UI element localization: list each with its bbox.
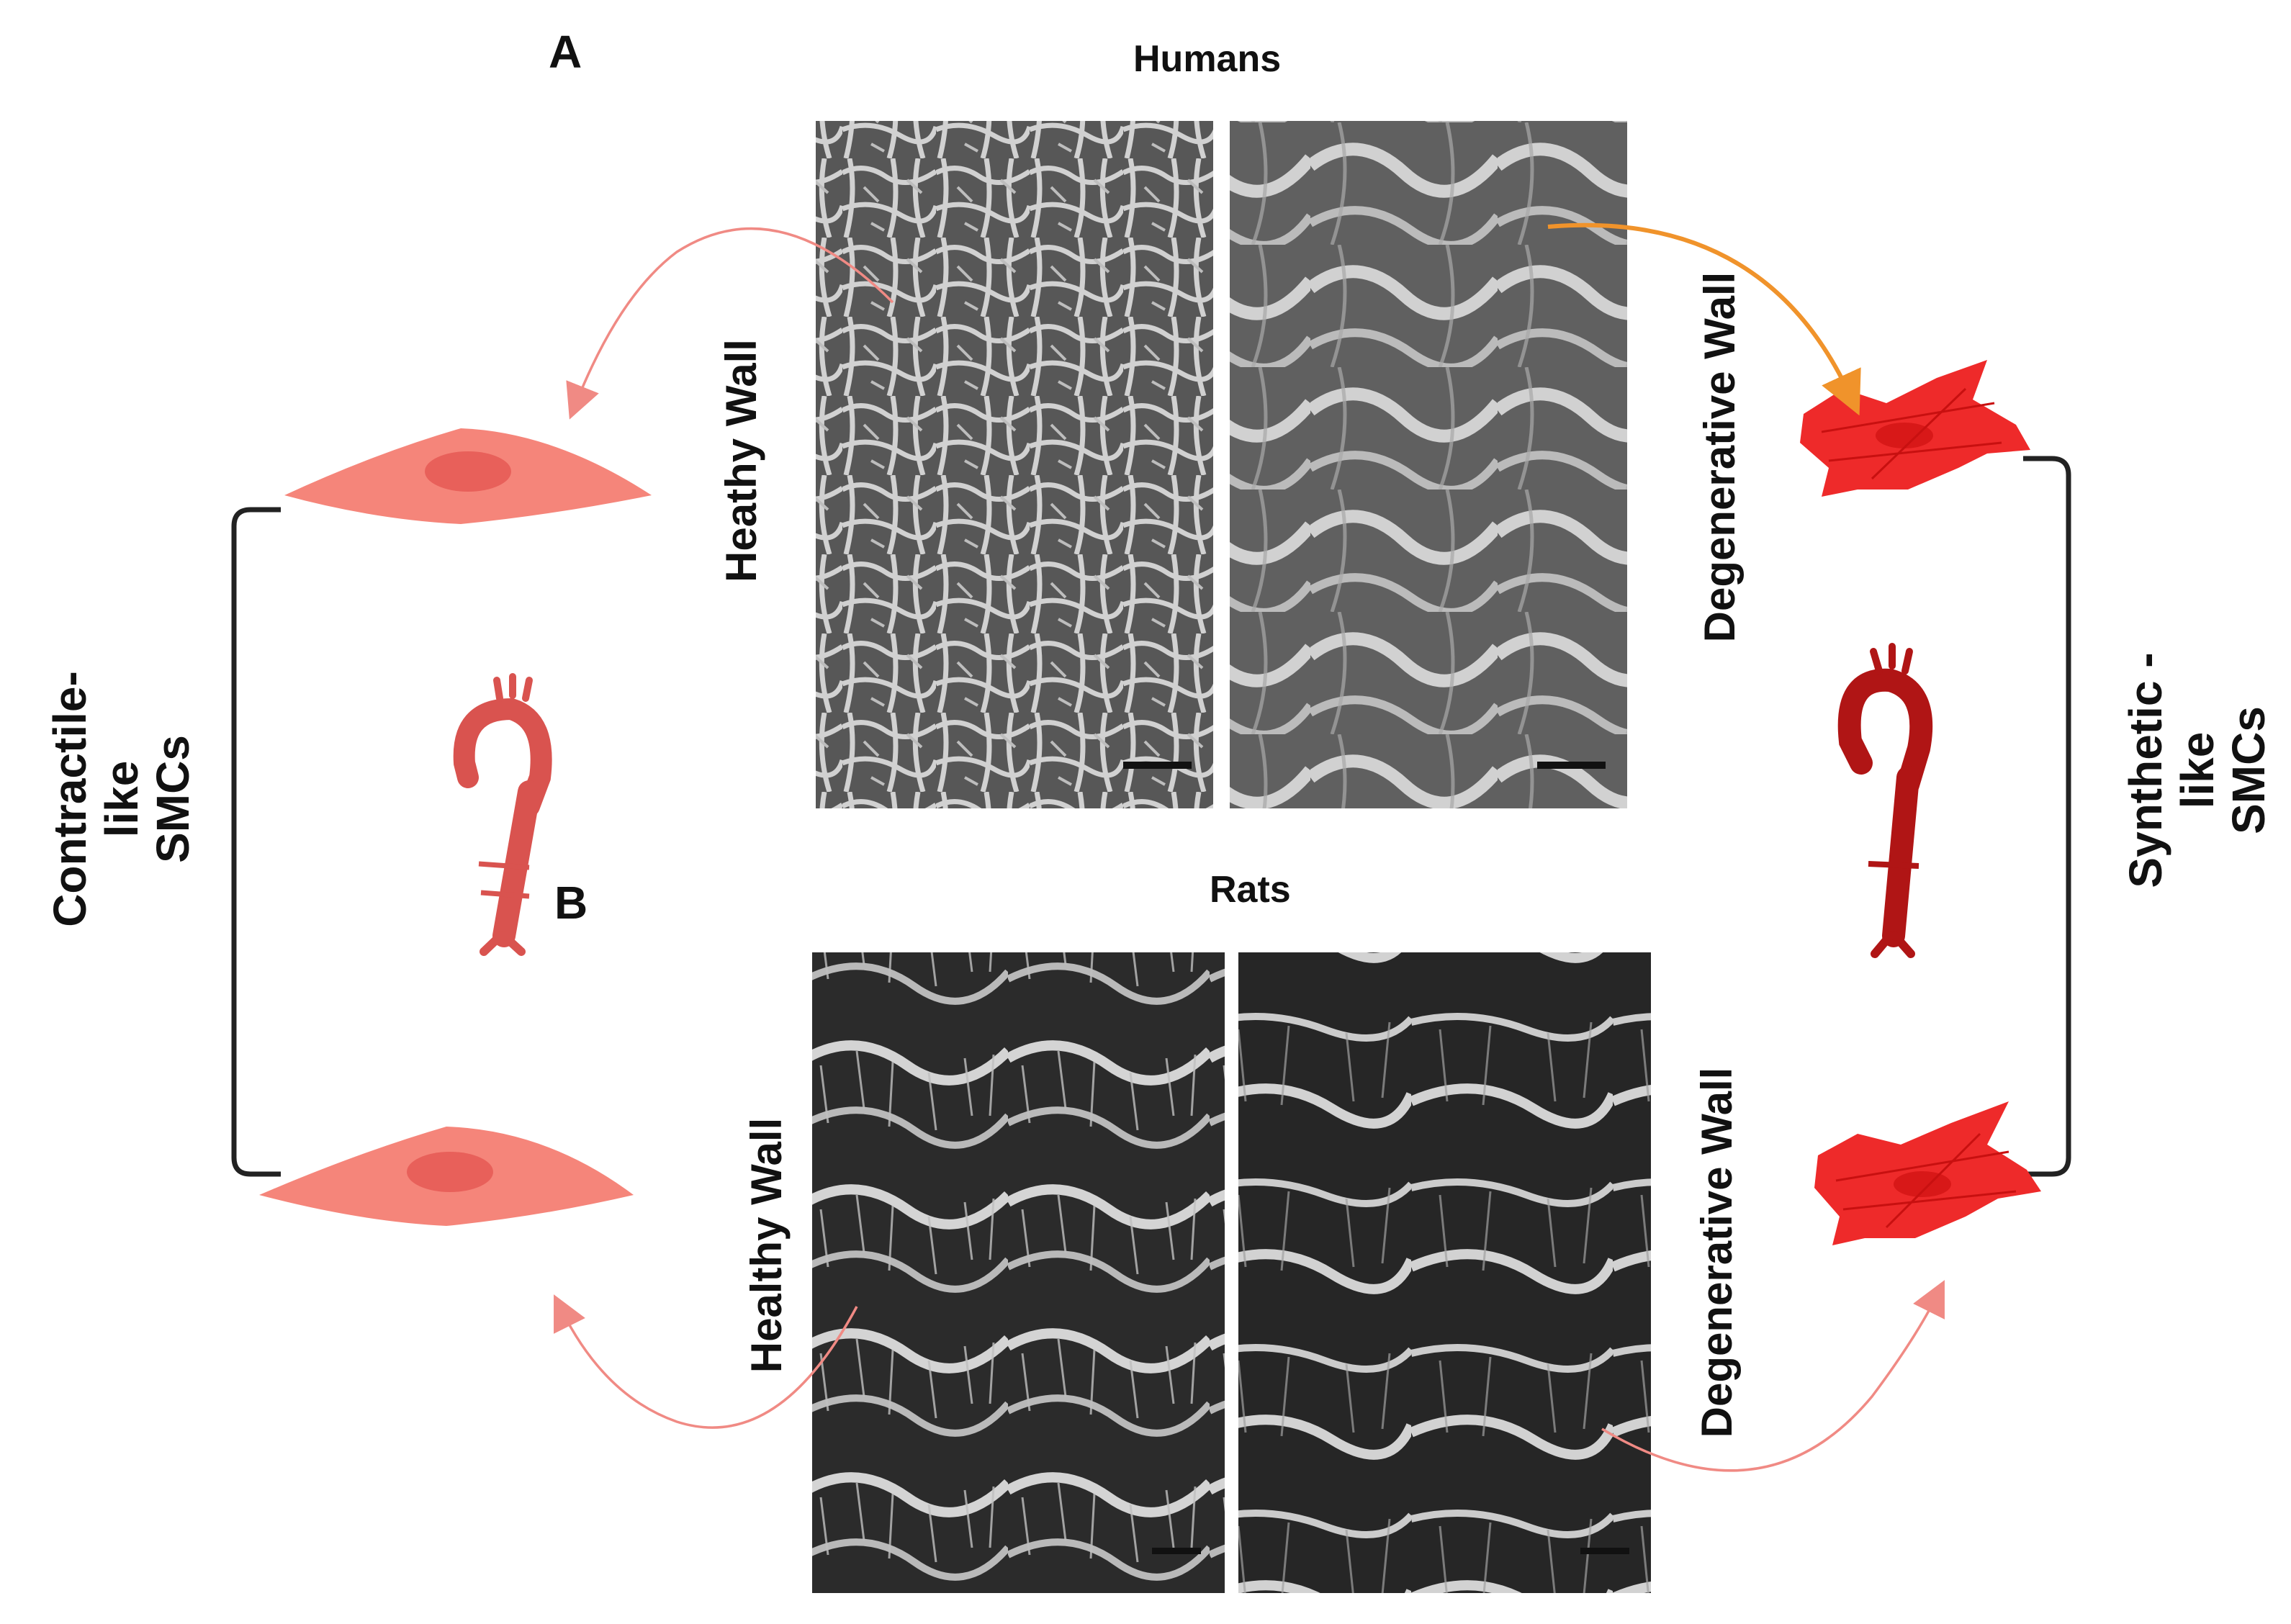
arrow-rat-degenerative-to-synthetic: [1601, 1280, 1945, 1472]
micrograph-rat-degenerative: [1238, 952, 1651, 1593]
panel-b-letter: B: [554, 877, 588, 929]
micrograph-human-degenerative: [1230, 121, 1627, 808]
contractile-smcs-label: Contractile- like SMCs: [44, 671, 199, 927]
panel-a-letter: A: [549, 26, 582, 78]
contractile-cell-top: [284, 428, 652, 524]
synthetic-smcs-label: Synthetic - like SMCs: [2120, 652, 2275, 888]
healthy-aorta-icon: [453, 673, 552, 956]
left-bracket: [231, 507, 281, 1177]
contractile-cell-bottom: [259, 1127, 634, 1226]
synthetic-cell-bottom: [1814, 1101, 2041, 1245]
panel-a-title: Humans: [1133, 38, 1282, 80]
arrow-rat-healthy-to-contractile: [554, 1294, 858, 1429]
panel-b-title: Rats: [1210, 869, 1291, 911]
micrograph-rat-healthy: [812, 952, 1225, 1593]
human-degenerative-wall-label: Degenerative Wall: [1696, 271, 1744, 643]
scale-bar: [1580, 1548, 1629, 1554]
scale-bar: [1537, 762, 1606, 769]
arrow-human-healthy-to-contractile: [566, 227, 894, 420]
right-bracket: [2023, 456, 2071, 1177]
scale-bar: [1152, 1548, 1201, 1554]
synthetic-cell-top: [1800, 360, 2030, 497]
micrograph-human-healthy: [816, 121, 1213, 808]
scale-bar: [1123, 762, 1192, 769]
rat-degenerative-wall-label: Degenerative Wall: [1693, 1067, 1741, 1438]
human-healthy-wall-label: Heathy Wall: [717, 339, 765, 582]
degenerative-aorta-icon: [1837, 643, 1933, 958]
rat-healthy-wall-label: Healthy Wall: [742, 1117, 791, 1373]
arrow-human-degenerative-to-synthetic: [1547, 222, 1861, 416]
